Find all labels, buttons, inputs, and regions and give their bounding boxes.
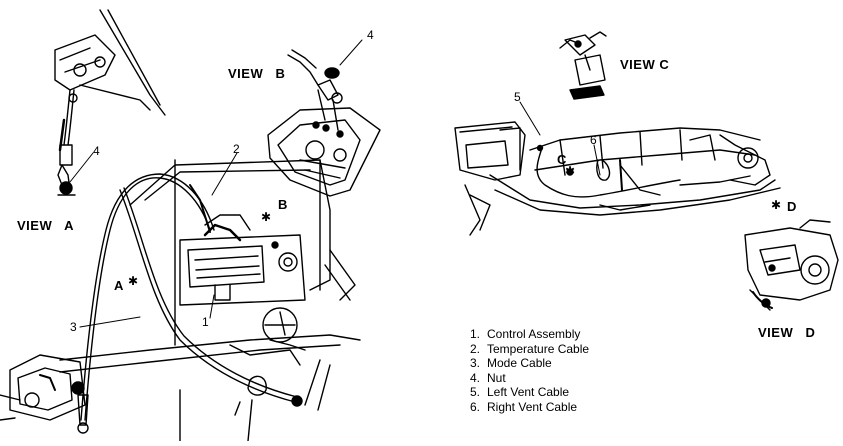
star-marker-d: ✱ xyxy=(771,198,782,212)
view-d-detail xyxy=(744,219,839,311)
legend-text: Left Vent Cable xyxy=(487,385,570,400)
legend-item: 3. Mode Cable xyxy=(470,356,589,371)
view-c-detail xyxy=(559,31,607,100)
legend-number: 6. xyxy=(470,399,481,414)
callout-letter-b: B xyxy=(278,197,288,212)
star-marker-a: ✱ xyxy=(128,274,139,288)
callout-1: 1 xyxy=(202,315,209,329)
legend-number: 2. xyxy=(470,341,481,356)
star-marker-b: ✱ xyxy=(261,210,272,224)
callout-3: 3 xyxy=(70,320,77,334)
leader-lines xyxy=(69,39,601,328)
view-c-title: VIEW C xyxy=(620,57,670,72)
callout-4-view-b: 4 xyxy=(367,28,374,42)
heater-case xyxy=(0,354,253,442)
view-a-detail xyxy=(54,9,166,196)
view-d-title: VIEW D xyxy=(758,325,816,340)
legend-item: 2. Temperature Cable xyxy=(470,342,589,357)
legend-text: Mode Cable xyxy=(487,356,552,371)
callout-5: 5 xyxy=(514,90,521,104)
callout-letter-d: D xyxy=(787,199,797,214)
callout-letter-c: C xyxy=(557,152,567,167)
legend-text: Temperature Cable xyxy=(487,341,590,356)
legend-item: 5. Left Vent Cable xyxy=(470,385,589,400)
callout-2: 2 xyxy=(233,142,240,156)
legend-item: 6. Right Vent Cable xyxy=(470,400,589,415)
legend-number: 5. xyxy=(470,385,481,400)
legend-item: 1. Control Assembly xyxy=(470,327,589,342)
callout-4-view-a: 4 xyxy=(93,144,100,158)
legend-number: 3. xyxy=(470,356,481,371)
dash-assembly xyxy=(59,159,361,411)
legend-number: 4. xyxy=(470,370,481,385)
legend-number: 1. xyxy=(470,327,481,341)
instrument-panel-assembly xyxy=(454,121,781,236)
legend-text: Control Assembly xyxy=(487,327,581,341)
view-b-title: VIEW B xyxy=(228,66,286,81)
view-a-title: VIEW A xyxy=(17,218,74,233)
legend-item: 4. Nut xyxy=(470,371,589,386)
callout-6: 6 xyxy=(590,133,597,147)
parts-legend: 1. Control Assembly 2. Temperature Cable 3… xyxy=(470,327,589,415)
view-b-detail xyxy=(267,49,381,197)
legend-text: Nut xyxy=(487,370,506,385)
star-marker-c: ✱ xyxy=(565,164,576,178)
legend-text: Right Vent Cable xyxy=(487,399,578,414)
callout-letter-a: A xyxy=(114,278,124,293)
